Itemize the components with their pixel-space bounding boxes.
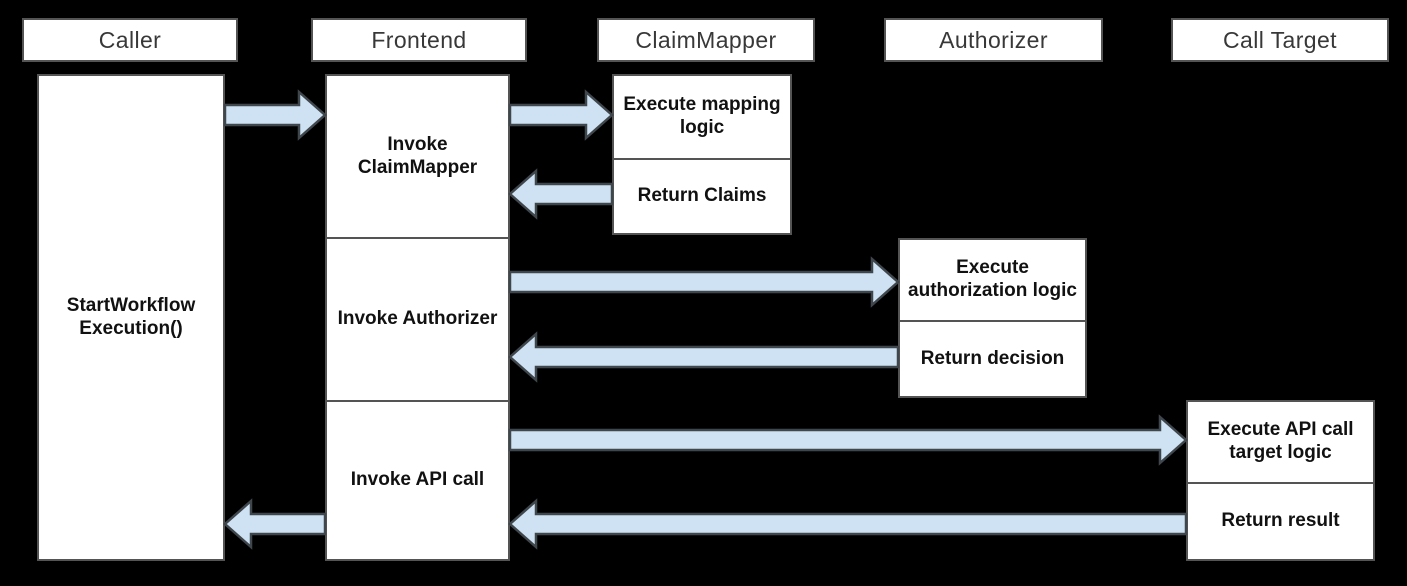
participant-label: Call Target (1223, 26, 1337, 53)
arrow-frontend-to-claimmapper-icon (508, 89, 614, 141)
step-execute-api-call-target-logic: Execute API call target logic (1207, 419, 1354, 463)
participant-header-calltarget: Call Target (1171, 18, 1389, 62)
participant-label: ClaimMapper (635, 26, 777, 53)
participant-header-caller: Caller (22, 18, 238, 62)
participant-header-claimmapper: ClaimMapper (597, 18, 815, 62)
participant-label: Caller (98, 26, 162, 53)
participant-label: Frontend (371, 26, 467, 53)
step-invoke-api-call: Invoke API call (327, 400, 508, 559)
activation-caller-label: StartWorkflow Execution() (66, 295, 196, 339)
step-invoke-claimmapper: Invoke ClaimMapper (357, 133, 478, 178)
participant-header-authorizer: Authorizer (884, 18, 1103, 62)
activation-calltarget: Execute API call target logic Return res… (1186, 400, 1375, 561)
participant-label: Authorizer (939, 26, 1048, 53)
arrow-frontend-to-calltarget-icon (508, 414, 1188, 466)
step-return-claims: Return Claims (614, 158, 790, 233)
arrow-calltarget-return-to-frontend-icon (508, 498, 1188, 550)
activation-claimmapper: Execute mapping logic Return Claims (612, 74, 792, 235)
arrow-frontend-to-authorizer-icon (508, 256, 900, 308)
arrow-claimmapper-return-to-frontend-icon (508, 168, 614, 220)
participant-header-frontend: Frontend (311, 18, 527, 62)
step-return-result: Return result (1188, 482, 1373, 559)
step-execute-authorization-logic: Execute authorization logic (908, 257, 1077, 301)
activation-caller: StartWorkflow Execution() (37, 74, 225, 561)
arrow-authorizer-return-to-frontend-icon (508, 331, 900, 383)
step-execute-mapping-logic: Execute mapping logic (623, 94, 781, 138)
step-invoke-authorizer: Invoke Authorizer (327, 237, 508, 400)
arrow-frontend-return-to-caller-icon (223, 498, 327, 550)
step-return-decision: Return decision (900, 320, 1085, 396)
arrow-caller-to-frontend-icon (223, 89, 327, 141)
activation-authorizer: Execute authorization logic Return decis… (898, 238, 1087, 398)
activation-frontend: Invoke ClaimMapper Invoke Authorizer Inv… (325, 74, 510, 561)
